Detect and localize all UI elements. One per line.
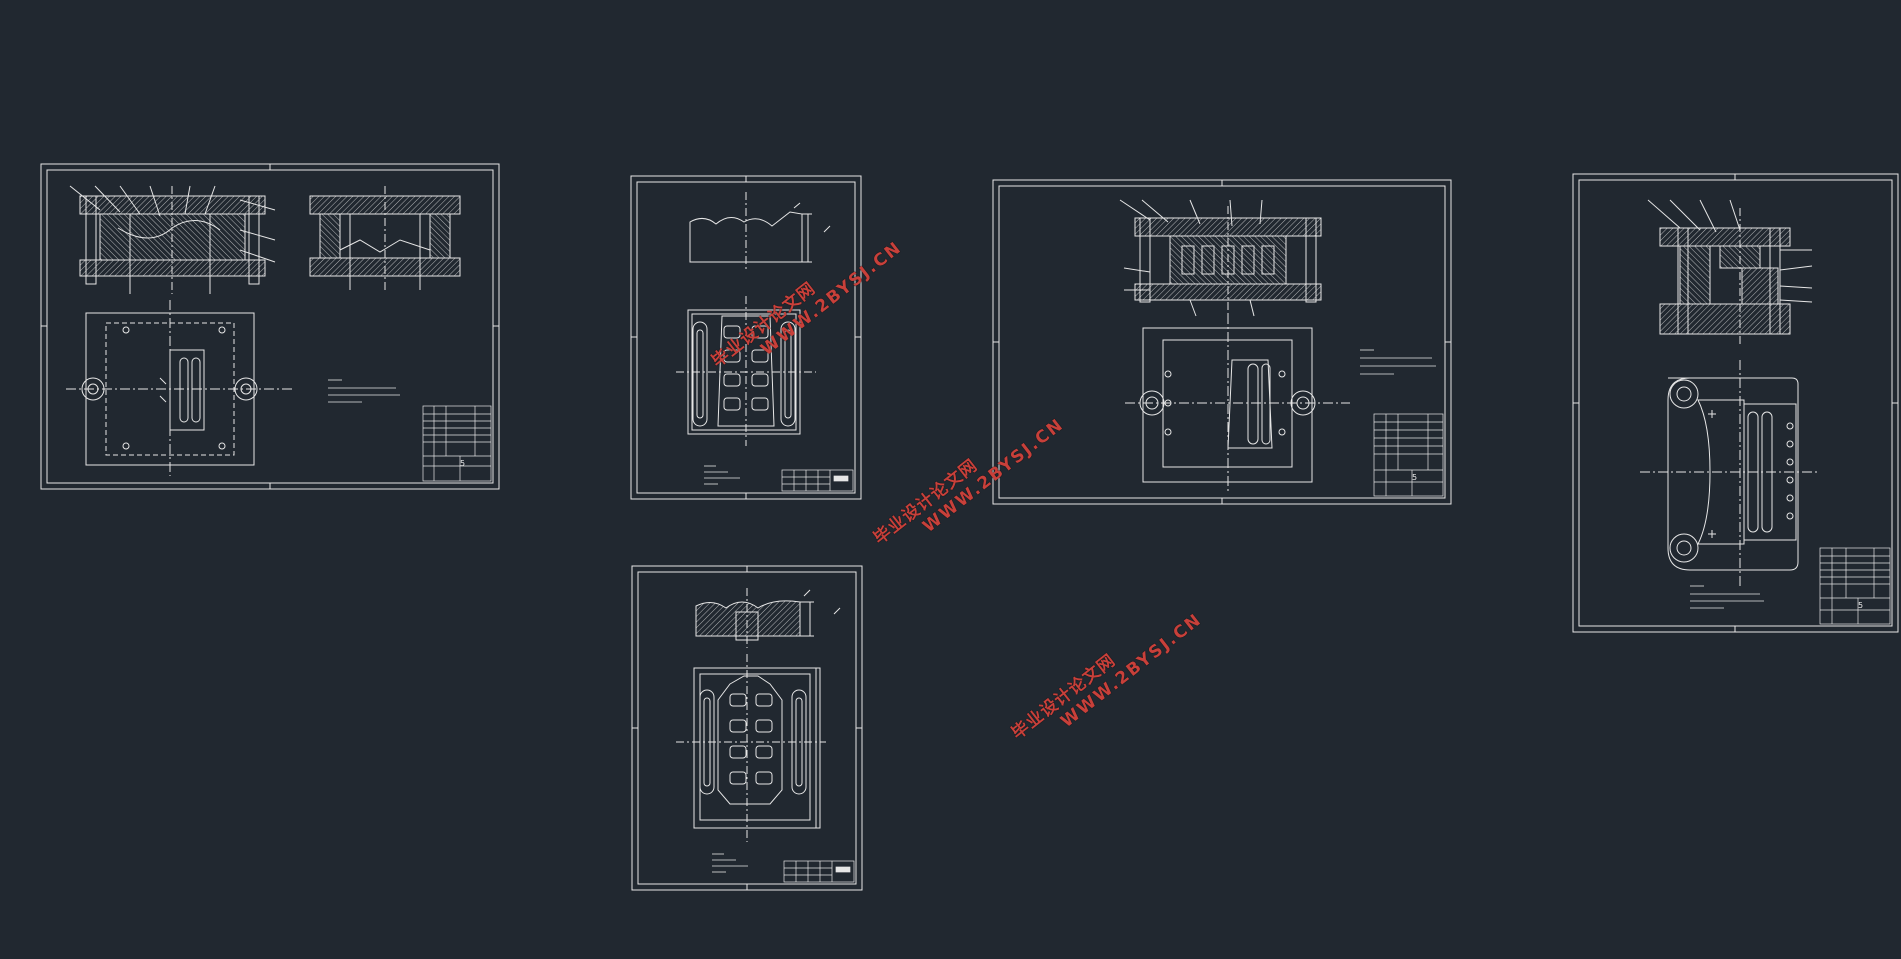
technical-notes xyxy=(712,853,748,873)
title-block-mark: 5 xyxy=(1412,473,1417,482)
mold-section-view-right xyxy=(309,186,461,292)
mold-plan-view xyxy=(1640,360,1818,586)
title-block-mark: 5 xyxy=(1858,601,1863,610)
mold-plan-view xyxy=(66,300,292,476)
technical-notes xyxy=(1360,349,1436,375)
part-plan-view xyxy=(676,296,816,446)
technical-notes xyxy=(1690,585,1764,609)
title-block: 5 xyxy=(1819,547,1891,625)
title-block-mark: 5 xyxy=(460,459,465,468)
technical-notes xyxy=(328,379,400,403)
mold-section-view-left xyxy=(69,185,276,294)
part-section-view xyxy=(695,588,841,648)
drawing-sheet-2[interactable] xyxy=(630,175,862,500)
title-block: 5 xyxy=(1373,413,1444,497)
mold-section-view xyxy=(1647,199,1813,344)
mold-plan-view xyxy=(1125,314,1350,494)
drawing-sheet-1[interactable]: 5 xyxy=(40,163,500,490)
title-block xyxy=(781,469,854,492)
technical-notes xyxy=(704,465,740,485)
drawing-sheet-5[interactable]: 5 xyxy=(1572,173,1899,633)
title-block xyxy=(783,860,855,883)
drawing-sheet-4[interactable] xyxy=(631,565,863,891)
title-block: 5 xyxy=(422,405,492,482)
mold-section-view xyxy=(1119,199,1322,317)
part-plan-view xyxy=(676,654,826,842)
drawing-sheet-3[interactable]: 5 xyxy=(992,179,1452,505)
part-section-view xyxy=(689,192,831,272)
